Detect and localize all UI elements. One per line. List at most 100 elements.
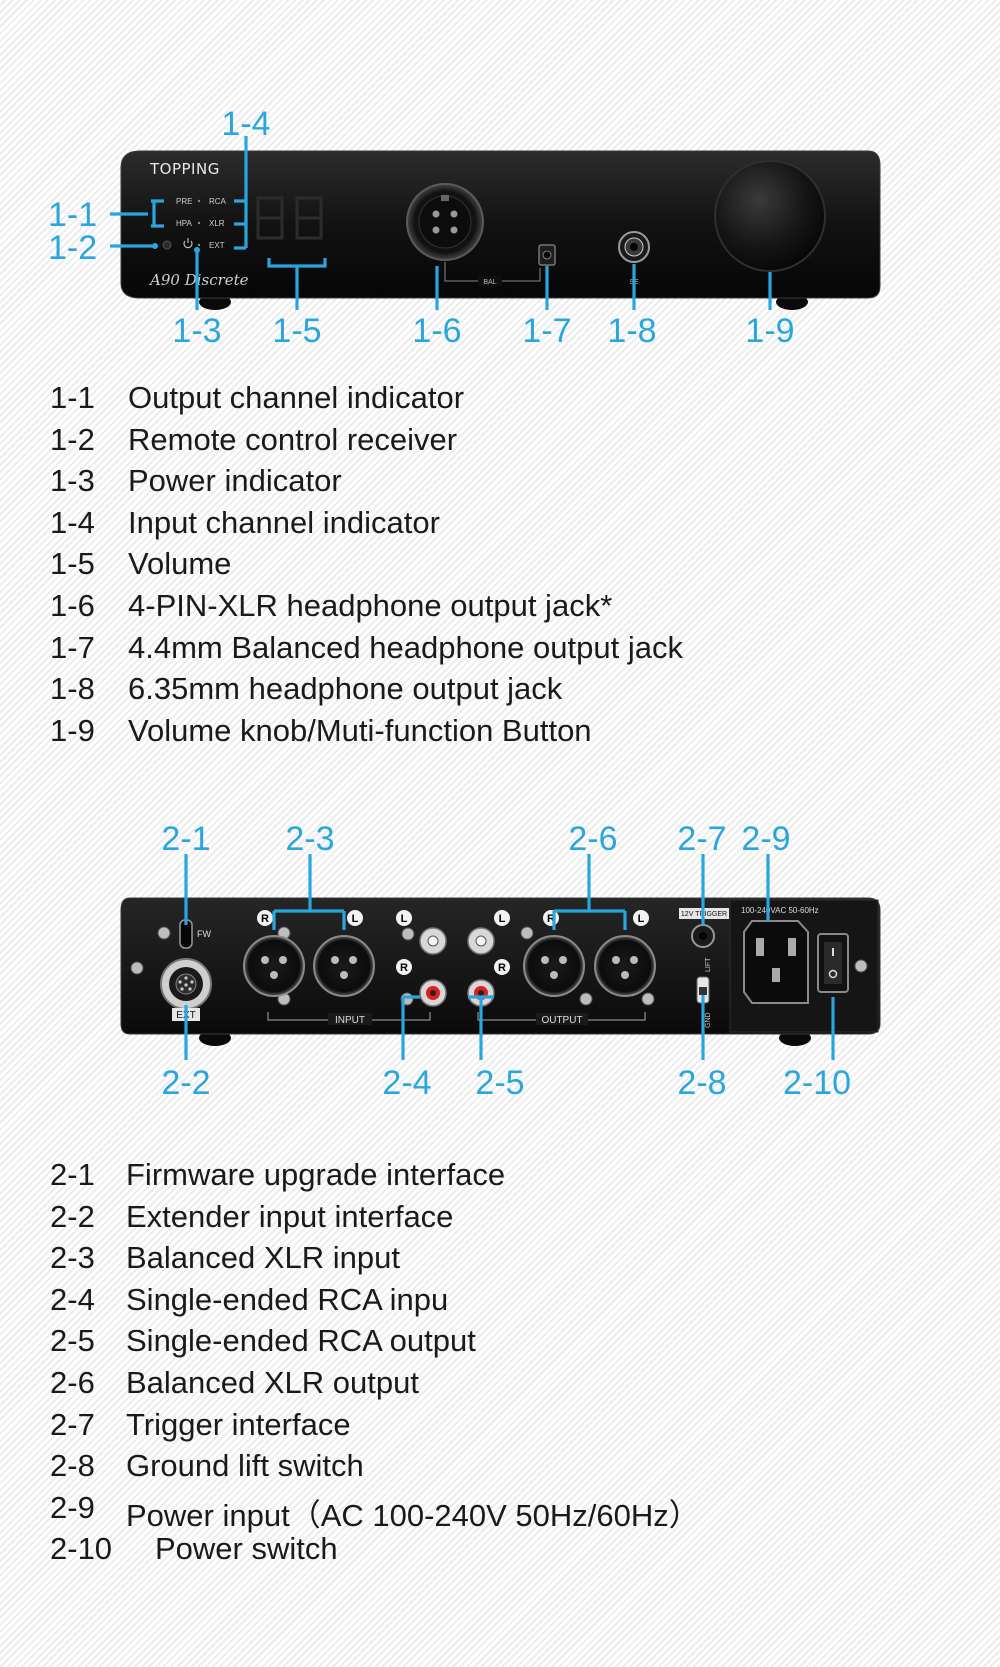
- front-leader-lines: [110, 136, 772, 310]
- legend-number: 1-4: [50, 504, 95, 540]
- right-channel-label: R: [498, 962, 506, 974]
- legend-number: 2-7: [50, 1406, 95, 1442]
- legend-text: Power input（AC 100-240V 50Hz/60Hz）: [126, 1497, 700, 1533]
- callout-1-6: 1-6: [412, 312, 461, 350]
- legend-number: 1-5: [50, 546, 95, 582]
- indicator-xlr: XLR: [209, 219, 225, 228]
- legend-text: Power switch: [155, 1531, 338, 1567]
- legend-text: Ground lift switch: [126, 1448, 364, 1484]
- legend-text: Output channel indicator: [128, 380, 465, 415]
- callout-1-9: 1-9: [745, 312, 794, 350]
- power-icon: [183, 238, 193, 249]
- right-channel-label: R: [261, 913, 269, 925]
- xlr-output-right: [523, 935, 585, 997]
- callout-2-4: 2-4: [382, 1064, 431, 1102]
- left-channel-label: L: [401, 913, 408, 925]
- legend-number: 2-5: [50, 1323, 95, 1359]
- legend-text: 4-PIN-XLR headphone output jack*: [128, 587, 613, 623]
- callout-2-1: 2-1: [161, 820, 210, 858]
- output-label: OUTPUT: [541, 1015, 582, 1026]
- callout-2-7: 2-7: [677, 820, 726, 858]
- callout-2-5: 2-5: [475, 1064, 524, 1102]
- dot-icon: [197, 243, 201, 247]
- xlr-input-left: [313, 935, 375, 997]
- dot-icon: [197, 199, 201, 203]
- rear-leader-lines: [184, 854, 835, 1060]
- legend-number: 1-3: [50, 463, 95, 499]
- rear-panel-diagram: FW EXT R L INPUT L R L R: [120, 820, 881, 1102]
- remote-receiver-icon: [162, 240, 172, 250]
- legend-number: 2-8: [50, 1448, 95, 1484]
- left-channel-label: L: [638, 913, 645, 925]
- indicator-hpa: HPA: [176, 219, 193, 228]
- legend-number: 1-1: [50, 380, 95, 415]
- indicator-rca: RCA: [209, 197, 227, 206]
- callout-2-6: 2-6: [568, 820, 617, 858]
- se-6-35mm-jack: [618, 231, 650, 263]
- fw-label: FW: [197, 929, 211, 939]
- rca-input: [419, 927, 447, 1007]
- xlr-headphone-jack: [406, 183, 484, 261]
- legend-text: Balanced XLR output: [126, 1364, 419, 1400]
- callout-1-7: 1-7: [522, 312, 571, 350]
- legend-text: Trigger interface: [126, 1406, 351, 1442]
- legend-number: 1-2: [50, 421, 95, 457]
- callout-1-8: 1-8: [607, 312, 656, 350]
- callout-1-4: 1-4: [221, 105, 270, 143]
- indicator-pre: PRE: [176, 197, 192, 206]
- legend-number: 2-3: [50, 1240, 95, 1276]
- xlr-input-right: [243, 935, 305, 997]
- gnd-label: GND: [705, 1012, 712, 1028]
- balanced-4-4mm-jack: [538, 244, 556, 266]
- power-rocker-switch: [817, 933, 849, 993]
- legend-text: Remote control receiver: [128, 421, 458, 457]
- legend-number: 2-9: [50, 1489, 95, 1525]
- legend-number: 1-8: [50, 671, 95, 707]
- legend-text: Extender input interface: [126, 1198, 454, 1234]
- trigger-jack: [691, 924, 715, 948]
- callout-2-2: 2-2: [161, 1064, 210, 1102]
- dot-icon: [197, 221, 201, 225]
- left-channel-label: L: [499, 913, 506, 925]
- callout-2-10: 2-10: [783, 1064, 851, 1102]
- legend-text: Single-ended RCA output: [126, 1323, 476, 1359]
- legend-number: 2-6: [50, 1364, 95, 1400]
- legend-text: Firmware upgrade interface: [126, 1157, 506, 1192]
- callout-1-2: 1-2: [48, 229, 97, 267]
- legend-text: Single-ended RCA inpu: [126, 1281, 449, 1317]
- callout-2-8: 2-8: [677, 1064, 726, 1102]
- legend-text: Volume knob/Muti-function Button: [128, 712, 592, 748]
- right-channel-label: R: [547, 913, 555, 925]
- indicator-ext: EXT: [209, 241, 225, 250]
- callout-1-1: 1-1: [48, 196, 97, 234]
- front-chassis: [120, 150, 881, 299]
- legend-number: 2-4: [50, 1281, 95, 1317]
- legend-text: Input channel indicator: [128, 504, 440, 540]
- volume-knob: [714, 160, 826, 272]
- legend-text: Power indicator: [128, 463, 342, 499]
- callout-1-3: 1-3: [172, 312, 221, 350]
- xlr-output-left: [594, 935, 656, 997]
- bal-label: BAL: [483, 279, 496, 286]
- legend-number: 2-10: [50, 1531, 113, 1567]
- legend-number: 1-9: [50, 712, 95, 748]
- left-channel-label: L: [352, 913, 359, 925]
- front-panel-diagram: TOPPING A90 Discrete PRE HPA RCA XLR EXT…: [48, 105, 881, 350]
- right-channel-label: R: [400, 962, 408, 974]
- legend-number: 2-2: [50, 1198, 95, 1234]
- input-label: INPUT: [335, 1015, 365, 1026]
- callout-1-5: 1-5: [272, 312, 321, 350]
- brand-logo: TOPPING: [149, 160, 220, 178]
- legend-text: 4.4mm Balanced headphone output jack: [128, 629, 683, 665]
- legend-text: 6.35mm headphone output jack: [128, 671, 563, 707]
- legend-text: Volume: [128, 546, 232, 582]
- power-rating-label: 100-240VAC 50-60Hz: [741, 906, 819, 915]
- legend-number: 1-7: [50, 629, 95, 665]
- lift-label: LIFT: [705, 957, 712, 972]
- extender-input-port: [160, 958, 212, 1010]
- iec-power-socket: [743, 920, 809, 1004]
- legend-number: 2-1: [50, 1157, 95, 1192]
- callout-2-9: 2-9: [741, 820, 790, 858]
- callout-2-3: 2-3: [285, 820, 334, 858]
- legend-text: Balanced XLR input: [126, 1240, 401, 1276]
